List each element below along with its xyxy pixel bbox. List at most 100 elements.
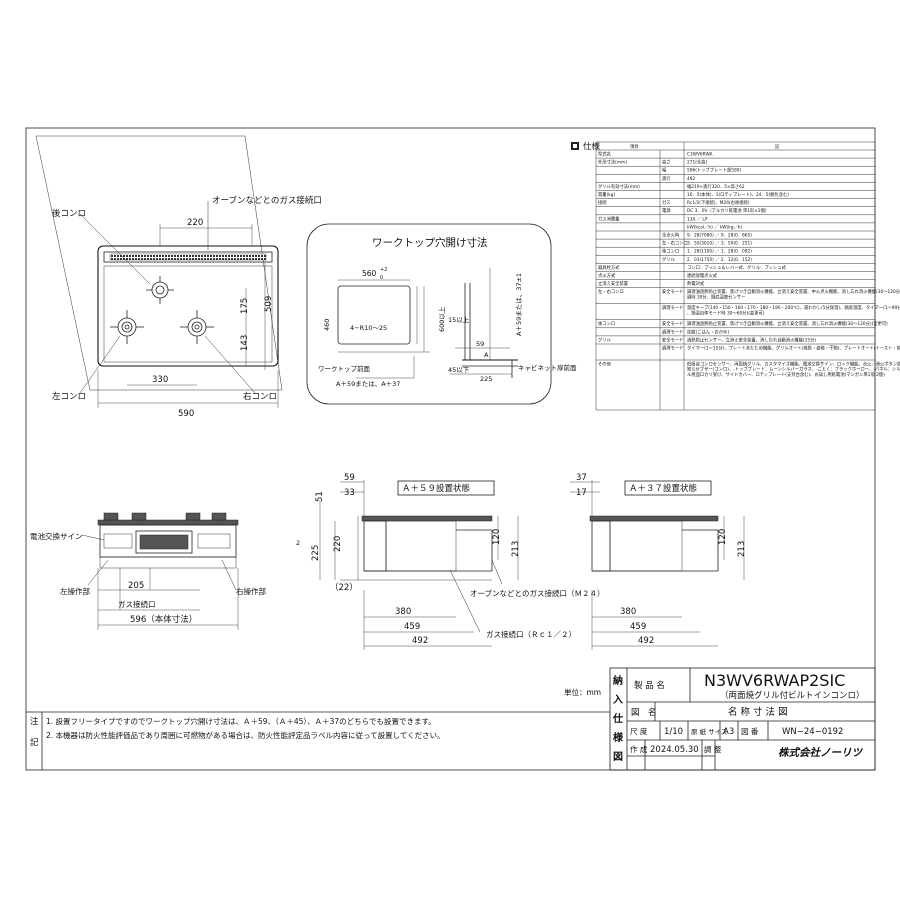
a37-d120: 120 [718,529,728,545]
tb-side-char: 仕 [612,712,623,725]
spec-row-label: グリル [598,336,612,343]
spec-row-sublabel: 安全モード [662,320,683,327]
callout-left-burner: 左コンロ [52,391,86,402]
cutout-225: 225 [480,375,492,383]
spec-row-sublabel: 調理モード [662,304,683,311]
cutout-title: ワークトップ穴開け寸法 [372,236,488,249]
a59-title: Ａ＋５９設置状態 [402,483,470,494]
a59-d51: 51 [315,491,325,502]
callout-oven-gas: オーブンなどとのガス接続口 [212,195,322,206]
a59-oven-note: オーブンなどとのガス接続口（Ｍ２４） [470,588,604,598]
front-right-op: 右操作部 [236,586,266,596]
tb-number-label: 図 番 [741,726,759,736]
cutout-front: ワークトップ前面 [318,364,371,373]
dim-143: 143 [240,335,250,351]
tb-number: WN−24−0192 [782,727,843,737]
spec-row-sublabel: 全点火時 [662,232,680,239]
tb-drawing-name: 名 称 寸 法 図 [728,706,788,718]
spec-row-value: ル焼皿ロカリ受け、サイドカバー、ロティプレート(支持台含む)、お試し用乾電池(マ… [687,371,885,378]
tb-paper: A3 [723,727,734,737]
front-gas-in: ガス接続口 [118,599,156,609]
spec-row-value: 1．28(1100) ／ 1．28(0．092) [687,249,752,255]
a59-d22: （22） [330,582,358,593]
cutout-a-vert: A＋59または、37±1 [515,273,523,336]
spec-row-label: グリル有効寸法(mm) [598,183,640,190]
a37-d17: 17 [576,488,587,498]
spec-row-label: 点火方式 [598,272,616,279]
dim-330: 330 [152,375,168,385]
spec-row-value: DC 3．0V（アルカリ乾電池 単1形×2個） [687,207,769,214]
note-1: 1. 設置フリータイプですのでワークトップ穴開け寸法は、Ａ＋59、（Ａ＋45）、… [46,716,436,726]
spec-row-label: ガス消費量 [598,215,620,222]
spec-row-value: 、鍋温自体モード時 30〜60分)(変更可) [687,309,765,316]
sheet-frame [25,127,876,771]
spec-row-label: 接続 [598,199,607,206]
cutout-tol-plus: +2 [380,267,387,273]
notes-label-top: 注 [30,716,39,727]
top-view: オーブンなどとのガス接続口 後コンロ 左コンロ 右コンロ 220 509 175… [35,135,322,419]
cutout-tol-zero: 0 [380,275,383,281]
spec-row-value: 調理油過熱防止装置、焦げつき自動消火機能、立消え安全装置、消し忘れ消火機能(30… [687,320,888,327]
note-2: 2. 本機器は防火性能評価品であり周囲に可燃物がある場合は、防火性能評定品ラベル… [46,730,445,740]
cooktop-outline [97,245,279,367]
spec-row-value: 9．28(7980) ／ 9．28(0．665) [687,233,752,239]
a59-d220: 220 [333,536,343,552]
tb-side-char: 納 [613,674,623,687]
spec-header-value: 記 [775,143,780,150]
spec-row-value: 熱電対式 [687,280,705,287]
spec-row-value: Rc1/2(下接続)、M24(右後接続) [687,199,750,206]
spec-row-value: 596(トッププレート部590) [687,167,741,174]
a59-d459: 459 [404,622,420,632]
a59-d380: 380 [395,607,411,617]
cutout-59: 59 [476,340,484,348]
cutout-h460: 460 [323,319,331,331]
spec-row-label: 左・右コンロ [598,288,624,295]
tb-side-char: 図 [613,751,623,763]
spec-row-sublabel: 幅 [662,167,667,174]
front-d205: 205 [128,581,144,591]
cutout-600: 600以上 [437,306,446,332]
spec-row-sublabel: 後コンロ [662,248,679,255]
spec-row-value: 2．03(1750) ／ 2．12(0．152) [687,257,752,263]
spec-row-value: コンロ：プッシュ＆レバー式、グリル：プッシュ式 [687,264,787,271]
a37-d37: 37 [576,473,587,483]
tb-company: 株式会社ノーリツ [778,746,863,759]
tb-side-char: 様 [613,731,624,744]
cutout-45: 45以下 [448,366,470,374]
dim-175: 175 [240,298,250,314]
a59-d2: 2 [296,539,300,547]
tb-check-label: 調 整 [704,744,722,754]
tb-paper-label: 原 紙 サイズ [691,727,728,736]
spec-row-label: 質量(kg) [598,191,615,198]
cutout-a: A [484,351,489,359]
dim-590: 590 [178,409,194,419]
spec-row-sublabel: 調理モード [662,345,683,352]
spec-row-value: 16．5(本体)、1(ロティプレート)、24．5(梱包含む) [687,191,789,198]
right-burner [180,310,214,344]
tb-scale: 1/10 [664,727,683,737]
tb-scale-label: 尺 度 [630,726,648,736]
spec-row-sublabel: グリル [662,256,676,263]
notes-label-bottom: 記 [30,737,39,748]
a59-d492: 492 [412,636,428,646]
spec-row-value: 492 [687,176,695,182]
spec-row-value: 炊飯(ごはん・おかゆ) [687,328,729,335]
spec-row-sublabel: 調理モード [662,328,683,335]
spec-row-value: 知らせブザー(コンロ)、-トッププレート：ムーンシルバーガラス、-ごとく：ブラッ… [687,366,900,373]
spec-row-sublabel: 奥行 [662,175,671,182]
spec-row-value: タイマー(1〜15分)、プレートあたため機能、グリルオート(焼魚・姿焼・干物)、… [687,345,900,352]
front-left-op: 左操作部 [60,586,90,596]
a37-d492: 492 [638,636,654,646]
cutout-cabinet: キャビネット扉前面 [518,363,577,372]
a59-d213: 213 [511,541,521,557]
spec-row-value: 3．50(3010) ／ 3．50(0．251) [687,241,752,247]
spec-row-label: 立消え安全装置 [598,280,629,287]
spec-row-value: 13A ／ LP [687,216,708,222]
cutout-panel: ワークトップ穴開け寸法 560 +2 0 460 4−R10〜25 ワークトップ… [306,223,577,405]
a37-d213: 213 [737,541,747,557]
a59-d59: 59 [344,473,355,483]
